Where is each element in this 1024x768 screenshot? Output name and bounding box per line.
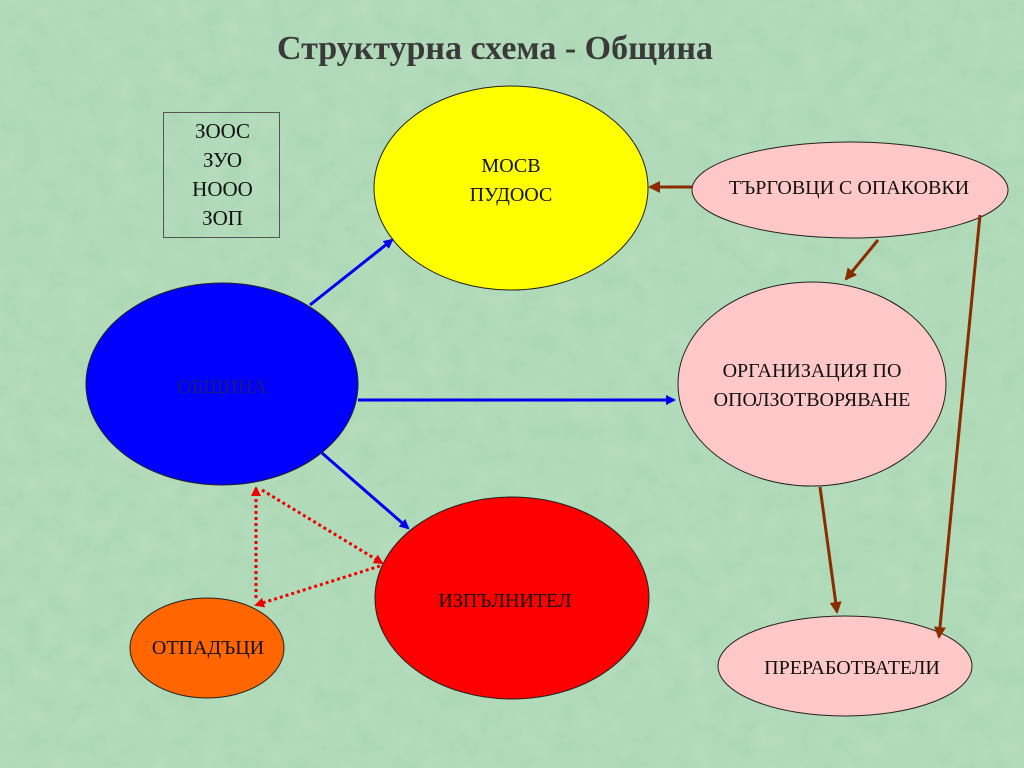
- node-izpalnitel: [374, 496, 650, 700]
- arrow-organizatsia-to-prerabotvateli: [818, 486, 842, 614]
- arrow-obshtina-to-izpalnitel: [321, 451, 410, 530]
- node-prerabotvateli: [717, 615, 973, 717]
- node-izpalnitel-line: ИЗПЪЛНИТЕЛ: [438, 590, 572, 612]
- node-obshtina-label: ОБЩИНА: [142, 373, 302, 402]
- node-organizatsia-line: ОПОЛЗОТВОРЯВАНЕ: [713, 389, 911, 411]
- node-organizatsia: [677, 281, 947, 487]
- legislation-box: ЗООС ЗУО НООО ЗОП: [163, 112, 280, 238]
- node-targovtsi-label: ТЪРГОВЦИ С ОПАКОВКИ: [690, 174, 1008, 203]
- node-prerabotvateli-label: ПРЕРАБОТВАТЕЛИ: [717, 654, 987, 683]
- node-organizatsia-label: ОРГАНИЗАЦИЯ ПО ОПОЛЗОТВОРЯВАНЕ: [672, 357, 952, 415]
- arrow-targovtsi-to-organizatsia: [844, 239, 880, 281]
- node-mosv-line: МОСВ: [481, 155, 541, 177]
- node-obshtina-line: ОБЩИНА: [177, 376, 267, 398]
- node-mosv-label: МОСВ ПУДООС: [431, 152, 591, 210]
- legislation-item: ЗООС: [194, 119, 251, 143]
- node-prerabotvateli-line: ПРЕРАБОТВАТЕЛИ: [764, 657, 940, 679]
- arrow-targovtsi-to-prerabotvateli: [933, 214, 982, 639]
- node-otpadatsi-label: ОТПАДЪЦИ: [128, 634, 288, 663]
- node-otpadatsi: [129, 597, 285, 699]
- node-organizatsia-line: ОРГАНИЗАЦИЯ ПО: [722, 360, 902, 382]
- legislation-item: НООО: [192, 177, 253, 201]
- node-targovtsi-line: ТЪРГОВЦИ С ОПАКОВКИ: [728, 177, 970, 199]
- node-mosv-line: ПУДООС: [469, 184, 553, 206]
- node-obshtina: [85, 282, 359, 486]
- arrow-obshtina-to-mosv: [309, 238, 394, 307]
- legislation-item: ЗОП: [202, 206, 243, 230]
- node-otpadatsi-line: ОТПАДЪЦИ: [151, 637, 265, 659]
- node-targovtsi: [691, 141, 1009, 239]
- page-title: Структурна схема - Община: [277, 30, 713, 67]
- legislation-item: ЗУО: [203, 148, 242, 172]
- dotted-arrow-izpalnitel-to-otpadatsi: [254, 564, 381, 608]
- node-izpalnitel-label: ИЗПЪЛНИТЕЛ: [405, 587, 605, 616]
